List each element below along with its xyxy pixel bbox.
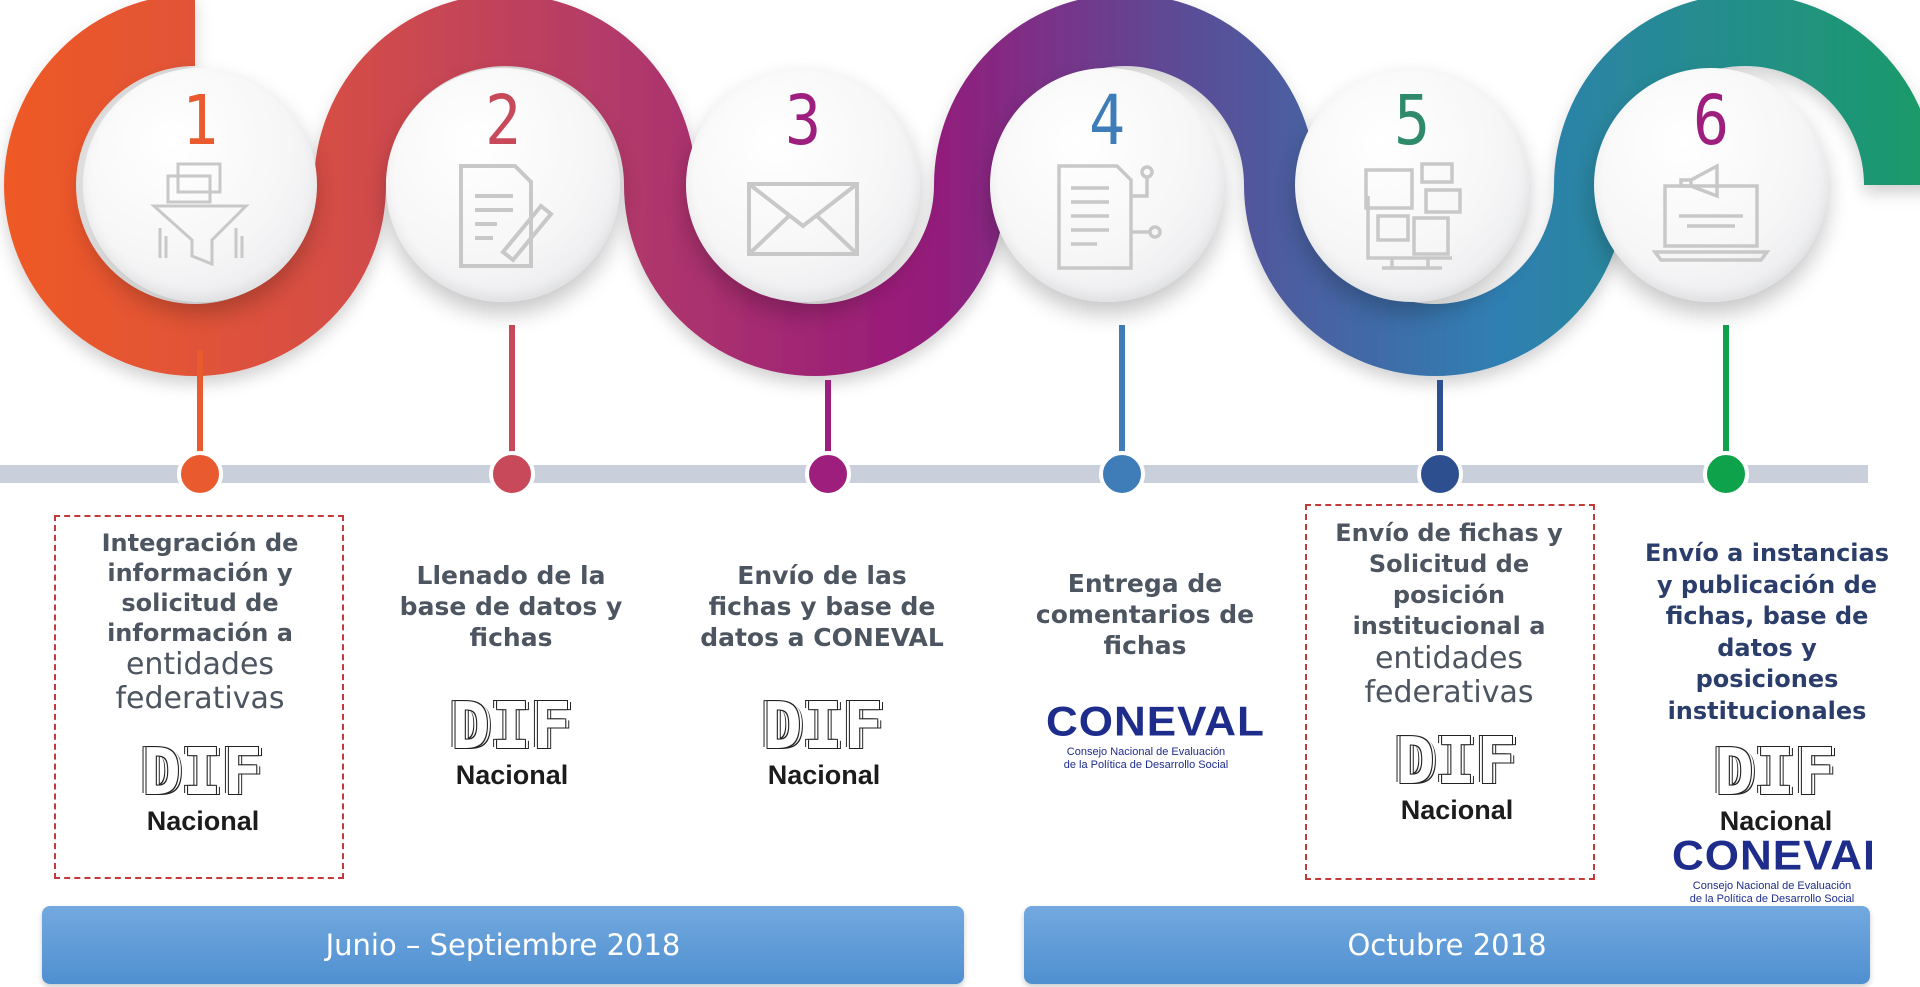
monitor-dashboard-icon [1364, 162, 1462, 270]
timeline-bar [0, 465, 1868, 483]
coneval-subtitle: Consejo Nacional de Evaluación de la Pol… [1063, 746, 1229, 771]
coneval-logo: CONEVAL Consejo Nacional de Evaluación d… [1672, 836, 1872, 906]
step-2-description: Llenado de la base de datos y fichas [399, 561, 623, 652]
step-2-number: 2 [484, 80, 522, 162]
step-1-highlight-box [54, 515, 344, 879]
step-5-highlight-box [1305, 504, 1595, 880]
coneval-wordmark: CONEVAL [1672, 836, 1872, 879]
step-3-circle: 3 [686, 68, 920, 302]
coneval-wordmark: CONEVAL [1046, 698, 1265, 745]
step-1-number: 1 [181, 80, 219, 162]
dif-nacional-logo: DIF Nacional [142, 736, 264, 836]
document-pen-icon [459, 164, 554, 268]
period-band-2: Octubre 2018 [1024, 906, 1870, 984]
filter-funnel-icon [150, 162, 250, 267]
dif-nacional-logo: DIF Nacional [1396, 725, 1518, 825]
timeline-stems [197, 325, 1729, 470]
step-1-circle: 1 [83, 68, 317, 302]
dif-nacional-logo: DIF Nacional [451, 690, 573, 790]
step-3-number: 3 [784, 80, 822, 162]
step-3-description: Envío de las fichas y base de datos a CO… [700, 561, 944, 652]
coneval-subtitle: Consejo Nacional de Evaluación de la Pol… [1689, 880, 1855, 905]
step-6-circle: 6 [1594, 68, 1828, 302]
step-5-description: Envío de fichas y Solicitud de posición … [1335, 519, 1563, 710]
step-4-number: 4 [1088, 80, 1126, 162]
coneval-logo: CONEVAL Consejo Nacional de Evaluación d… [1046, 698, 1265, 772]
period-band-1: Junio – Septiembre 2018 [42, 906, 964, 984]
step-6-number: 6 [1692, 80, 1730, 162]
step-5-circle: 5 [1295, 68, 1529, 302]
step-6-description: Envío a instancias y publicación de fich… [1644, 539, 1890, 725]
timeline-dots [177, 451, 1749, 497]
step-4-description: Entrega de comentarios de fichas [1035, 569, 1255, 660]
step-2-circle: 2 [386, 68, 620, 302]
dif-nacional-logo: DIF Nacional [1715, 736, 1837, 836]
envelope-icon [747, 182, 859, 256]
wave-ribbon [4, 0, 1920, 377]
step-5-number: 5 [1393, 80, 1431, 162]
laptop-megaphone-icon [1651, 163, 1771, 262]
document-network-icon [1057, 164, 1162, 270]
step-4-circle: 4 [990, 68, 1224, 302]
step-1-description: Integración de información y solicitud d… [101, 529, 299, 716]
dif-nacional-logo: DIF Nacional [763, 690, 885, 790]
